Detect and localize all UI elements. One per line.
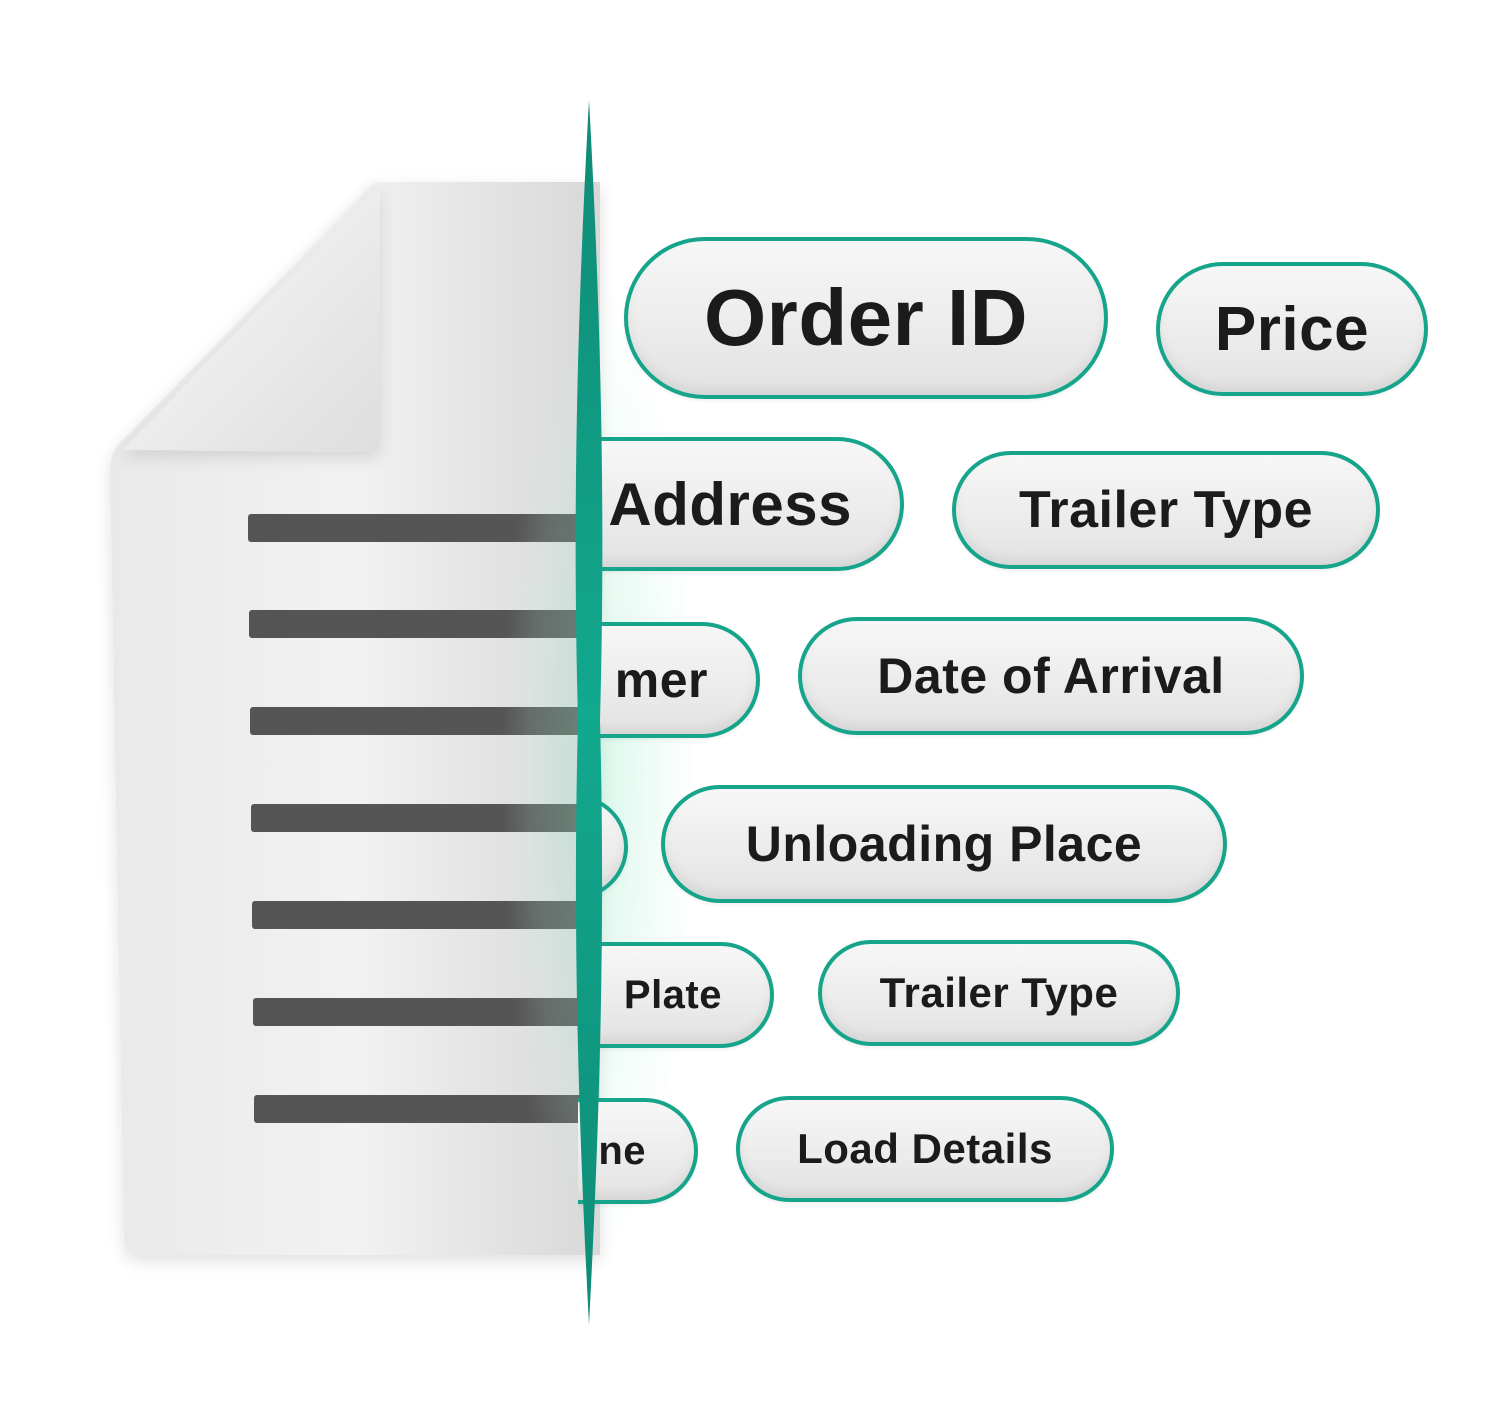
tag-label: Plate <box>623 972 722 1017</box>
tag-customer: mer <box>578 622 760 738</box>
tag-unloading-place: Unloading Place <box>661 785 1227 903</box>
tag-label: Load Details <box>797 1125 1053 1172</box>
tag-plate: Plate <box>578 942 774 1048</box>
tag-cut-off <box>578 795 628 899</box>
tag-price: Price <box>1156 262 1428 396</box>
tag-label: Date of Arrival <box>877 648 1225 704</box>
tag-label: Trailer Type <box>1018 481 1314 539</box>
extracted-fields: Order ID Price Address Trailer Type mer … <box>578 0 1500 1402</box>
tag-load-details: Load Details <box>736 1096 1114 1202</box>
tag-label: Order ID <box>703 273 1029 362</box>
tag-label: mer <box>614 652 708 708</box>
tag-trailer-type-2: Trailer Type <box>818 940 1180 1046</box>
tag-label: Address <box>608 470 852 538</box>
tag-label: Price <box>1214 294 1370 364</box>
tag-label: Trailer Type <box>879 969 1119 1016</box>
tag-date-of-arrival: Date of Arrival <box>798 617 1304 735</box>
tag-trailer-type: Trailer Type <box>952 451 1380 569</box>
tag-label: Unloading Place <box>745 816 1143 872</box>
tag-name: ne <box>578 1098 698 1204</box>
tag-address: Address <box>578 437 904 571</box>
tag-label: ne <box>598 1128 646 1173</box>
tag-order-id: Order ID <box>624 237 1108 399</box>
document-text-lines <box>248 514 583 1123</box>
